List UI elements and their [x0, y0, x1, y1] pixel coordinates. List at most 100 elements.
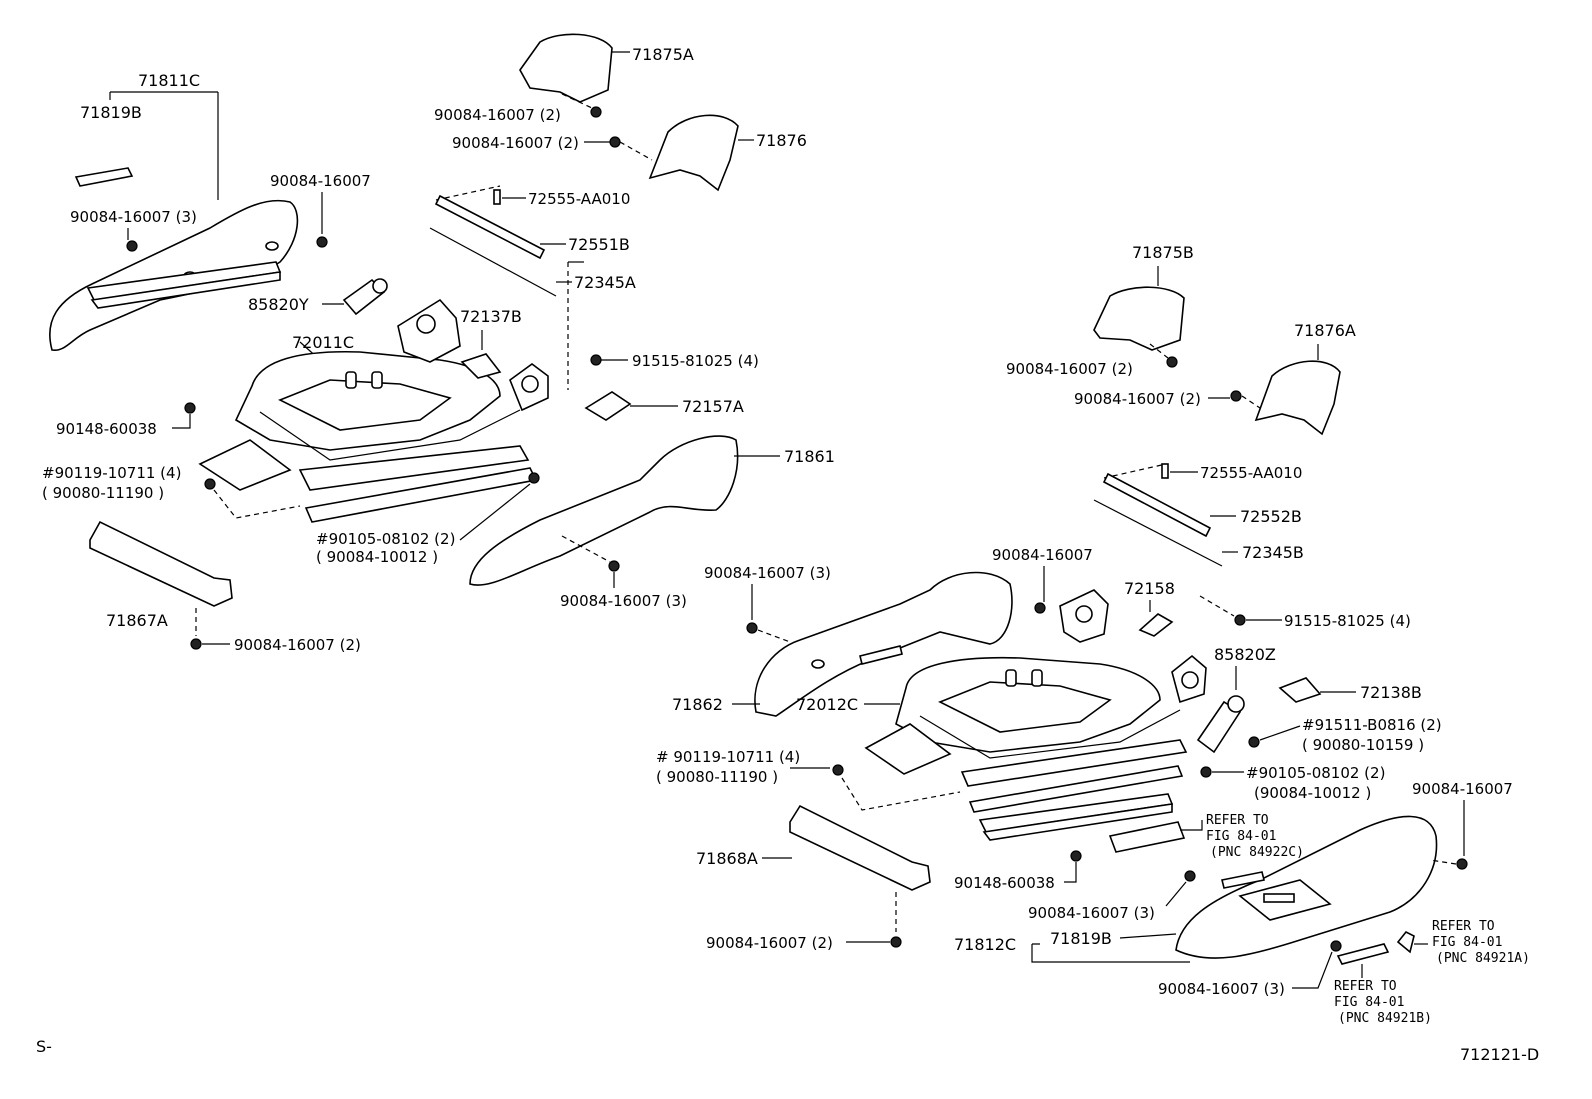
- part-71875a-cover: [519, 33, 613, 103]
- label-71819b: 71819B: [80, 103, 142, 122]
- bolt-icon: [1230, 390, 1242, 402]
- label-90084-10012-right: (90084-10012 ): [1254, 784, 1371, 802]
- part-72551b-rod: [434, 194, 546, 260]
- part-72555-pin: [493, 189, 501, 205]
- corner-label-left: S-: [36, 1037, 52, 1056]
- bolt-icon: [609, 136, 621, 148]
- label-71876: 71876: [756, 131, 807, 150]
- label-fig-84-01-2: FIG 84-01: [1432, 935, 1502, 950]
- label-85820y: 85820Y: [248, 295, 309, 314]
- label-91515-81025-4-left: 91515-81025 (4): [632, 352, 759, 370]
- label-90080-11190-right: ( 90080-11190 ): [656, 768, 778, 786]
- part-71875b-cover: [1093, 286, 1185, 351]
- bolt-icon: [832, 764, 844, 776]
- label-90084-16007-2-a: 90084-16007 (2): [434, 106, 561, 124]
- label-72157a: 72157A: [682, 397, 744, 416]
- part-71876-cover: [648, 114, 739, 192]
- label-72555-aa010-left: 72555-AA010: [528, 190, 630, 208]
- label-90084-16007-3-e: 90084-16007 (3): [1158, 980, 1285, 998]
- bolt-icon: [528, 472, 540, 484]
- part-72138b-bracket: [1278, 677, 1322, 703]
- bolt-icon: [1234, 614, 1246, 626]
- label-71861: 71861: [784, 447, 835, 466]
- bolt-icon: [590, 106, 602, 118]
- label-85820z: 85820Z: [1214, 645, 1276, 664]
- part-71867a-trim: [89, 520, 233, 607]
- part-knob-84921a: [1396, 930, 1415, 954]
- part-71868a-trim: [789, 804, 931, 891]
- label-72345b: 72345B: [1242, 543, 1304, 562]
- part-knob-84921b: [1336, 943, 1390, 965]
- label-91511-b0816-2: #91511-B0816 (2): [1302, 716, 1442, 734]
- label-90084-16007-3-left-b: 90084-16007 (3): [560, 592, 687, 610]
- label-72137b: 72137B: [460, 307, 522, 326]
- label-90084-16007-2-d: 90084-16007 (2): [1006, 360, 1133, 378]
- label-90084-16007-2-b: 90084-16007 (2): [452, 134, 579, 152]
- label-refer-to-2: REFER TO: [1432, 919, 1495, 934]
- label-90080-10159: ( 90080-10159 ): [1302, 736, 1424, 754]
- label-90084-16007-left: 90084-16007: [270, 172, 371, 190]
- label-90080-11190-left: ( 90080-11190 ): [42, 484, 164, 502]
- label-90084-10012-left: ( 90084-10012 ): [316, 548, 438, 566]
- label-72345a: 72345A: [574, 273, 636, 292]
- label-90105-08102-2-right: #90105-08102 (2): [1246, 764, 1385, 782]
- label-71867a: 71867A: [106, 611, 168, 630]
- label-refer-to-1: REFER TO: [1206, 813, 1269, 828]
- bolt-icon: [1330, 940, 1342, 952]
- label-90084-16007-2-f: 90084-16007 (2): [706, 934, 833, 952]
- bolt-icon: [746, 622, 758, 634]
- label-90084-16007-3-c: 90084-16007 (3): [704, 564, 831, 582]
- bolt-icon: [204, 478, 216, 490]
- label-90084-16007-2-c: 90084-16007 (2): [234, 636, 361, 654]
- bolt-icon: [1184, 870, 1196, 882]
- label-72158: 72158: [1124, 579, 1175, 598]
- label-90084-16007-right: 90084-16007: [992, 546, 1093, 564]
- label-90119-10711-4-left: #90119-10711 (4): [42, 464, 181, 482]
- label-fig-84-01-1: FIG 84-01: [1206, 829, 1276, 844]
- label-pnc-84921b: (PNC 84921B): [1338, 1011, 1432, 1026]
- part-72552b-rod: [1102, 472, 1212, 538]
- label-71819b-right: 71819B: [1050, 929, 1112, 948]
- label-72551b: 72551B: [568, 235, 630, 254]
- bolt-icon: [316, 236, 328, 248]
- bolt-icon: [1456, 858, 1468, 870]
- bolt-icon: [1166, 356, 1178, 368]
- label-72138b: 72138B: [1360, 683, 1422, 702]
- label-71812c: 71812C: [954, 935, 1016, 954]
- part-85820z-motor: [1196, 700, 1242, 754]
- label-71875b: 71875B: [1132, 243, 1194, 262]
- diagram-id: 712121-D: [1460, 1045, 1539, 1064]
- part-72137b-bracket: [460, 353, 502, 379]
- label-71862: 71862: [672, 695, 723, 714]
- label-90105-08102-2-left: #90105-08102 (2): [316, 530, 455, 548]
- label-pnc-84921a: (PNC 84921A): [1436, 951, 1530, 966]
- bolt-icon: [590, 354, 602, 366]
- part-72158-bracket: [1138, 613, 1174, 637]
- label-91515-81025-4-right: 91515-81025 (4): [1284, 612, 1411, 630]
- label-fig-84-01-3: FIG 84-01: [1334, 995, 1404, 1010]
- label-90084-16007-2-e: 90084-16007 (2): [1074, 390, 1201, 408]
- bolt-icon: [184, 402, 196, 414]
- bolt-icon: [1248, 736, 1260, 748]
- label-90119-10711-4-right: # 90119-10711 (4): [656, 748, 800, 766]
- bolt-icon: [190, 638, 202, 650]
- label-90084-16007-3-d: 90084-16007 (3): [1028, 904, 1155, 922]
- label-71876a: 71876A: [1294, 321, 1356, 340]
- part-72157a-bracket: [584, 391, 632, 421]
- label-90084-16007-3-left: 90084-16007 (3): [70, 208, 197, 226]
- label-refer-to-3: REFER TO: [1334, 979, 1397, 994]
- label-71868a: 71868A: [696, 849, 758, 868]
- bolt-icon: [1034, 602, 1046, 614]
- part-71876a-cover: [1254, 360, 1341, 436]
- part-71861-shield: [469, 435, 739, 586]
- label-71875a: 71875A: [632, 45, 694, 64]
- bolt-icon: [608, 560, 620, 572]
- label-pnc-84922c: (PNC 84922C): [1210, 845, 1304, 860]
- part-71862-shield: [754, 571, 1013, 717]
- label-90148-60038-left: 90148-60038: [56, 420, 157, 438]
- label-90148-60038-right: 90148-60038: [954, 874, 1055, 892]
- label-72012c: 72012C: [796, 695, 858, 714]
- part-switch-84922c: [1108, 821, 1186, 853]
- label-90084-16007-right-c: 90084-16007: [1412, 780, 1513, 798]
